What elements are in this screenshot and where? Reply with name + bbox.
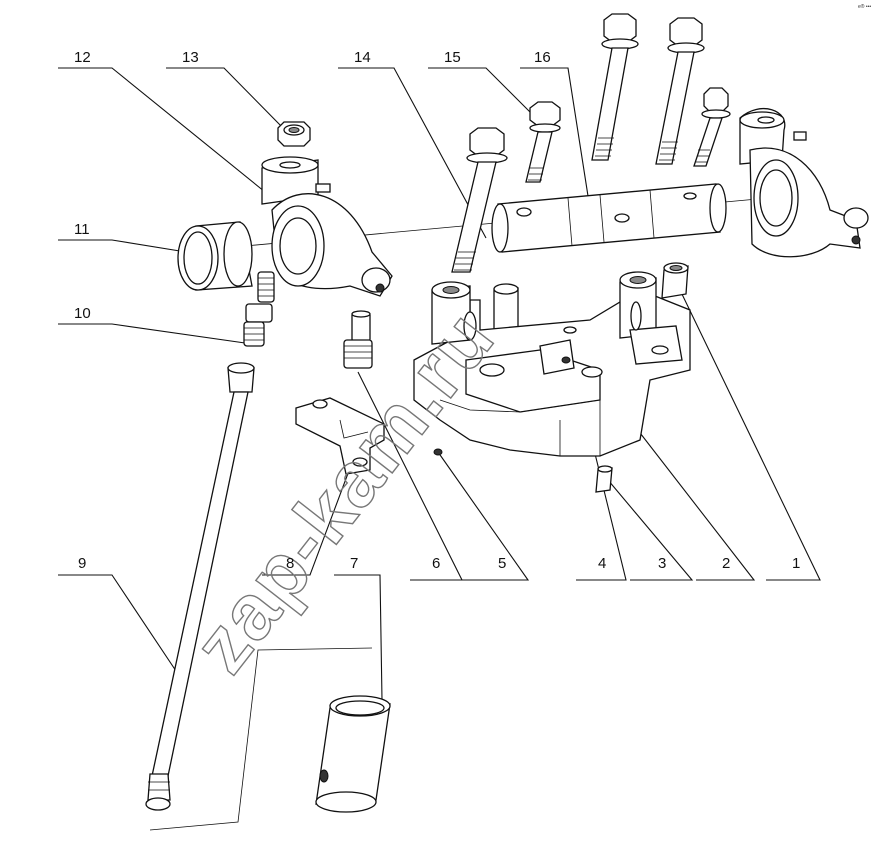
part-8-clamp <box>295 397 385 475</box>
leader-13 <box>166 67 286 131</box>
part-15-bolt <box>525 101 561 183</box>
leader-8 <box>262 467 351 576</box>
corner-mark: e® ••• <box>858 3 871 10</box>
leader-1 <box>679 289 821 581</box>
leader-3 <box>607 479 694 581</box>
part-10-adjusting-screw <box>243 271 275 347</box>
part-6-socket <box>343 310 373 369</box>
part-right-rocker-arm <box>739 108 869 258</box>
callout-3: 3 <box>658 555 666 572</box>
leader-16 <box>520 67 589 197</box>
callout-12: 12 <box>74 49 91 66</box>
leader-5 <box>437 451 530 581</box>
callout-14: 14 <box>354 49 371 66</box>
part-14-long-bolt <box>451 127 508 273</box>
callout-9: 9 <box>78 555 86 572</box>
callout-10: 10 <box>74 305 91 322</box>
part-11-bushing <box>177 221 253 291</box>
leader-10 <box>58 323 253 345</box>
part-3-dowel <box>595 465 613 493</box>
callout-8: 8 <box>286 555 294 572</box>
leader-7 <box>334 574 383 701</box>
callout-11: 11 <box>74 221 90 238</box>
part-13-nut <box>277 121 311 147</box>
leader-15 <box>428 67 541 123</box>
callout-2: 2 <box>722 555 730 572</box>
part-2-support-bracket <box>413 271 691 457</box>
callout-15: 15 <box>444 49 461 66</box>
callout-labels: 12 13 14 15 16 11 10 9 8 7 6 5 4 3 2 1 <box>74 49 800 572</box>
leader-12 <box>58 67 271 197</box>
part-top-bolt-c <box>693 87 731 167</box>
part-top-bolt-b <box>655 17 705 165</box>
leader-2 <box>629 419 756 581</box>
part-7-tappet <box>315 695 391 813</box>
part-top-bolt-a <box>591 13 639 161</box>
part-9-push-rod <box>145 362 255 811</box>
leader-11 <box>58 239 187 253</box>
callout-7: 7 <box>350 555 358 572</box>
callout-4: 4 <box>598 555 606 572</box>
leader-9 <box>58 574 183 681</box>
callout-1: 1 <box>792 555 800 572</box>
callout-5: 5 <box>498 555 506 572</box>
part-16-rocker-shaft <box>491 183 727 253</box>
callout-16: 16 <box>534 49 551 66</box>
part-12-left-rocker-arm <box>261 156 393 297</box>
bracket-7-8 <box>149 647 373 831</box>
callout-6: 6 <box>432 555 440 572</box>
part-1-sleeve <box>661 262 689 299</box>
leader-14 <box>338 67 487 239</box>
callout-13: 13 <box>182 49 199 66</box>
